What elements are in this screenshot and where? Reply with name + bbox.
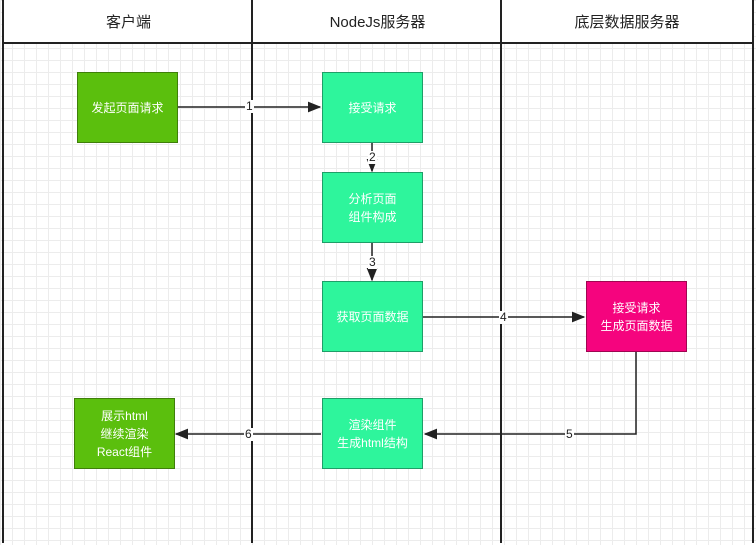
node-render-components: 渲染组件 生成html结构 <box>322 398 423 469</box>
node-display-html: 展示html 继续渲染 React组件 <box>74 398 175 469</box>
edge-label-6: 6 <box>244 427 253 441</box>
edge-label-2: 2 <box>368 150 377 164</box>
lane-client: 客户端 <box>2 0 253 543</box>
lane-data-server-header: 底层数据服务器 <box>502 0 752 44</box>
lane-data-server: 底层数据服务器 <box>500 0 754 543</box>
edge-5 <box>423 352 637 440</box>
lane-nodejs-header: NodeJs服务器 <box>253 0 502 44</box>
node-analyze-components: 分析页面 组件构成 <box>322 172 423 243</box>
lane-client-header: 客户端 <box>4 0 253 44</box>
node-accept-request: 接受请求 <box>322 72 423 143</box>
node-generate-data: 接受请求 生成页面数据 <box>586 281 687 352</box>
edge-label-1: 1 <box>245 99 254 113</box>
edge-label-3: 3 <box>368 255 377 269</box>
edge-label-4: 4 <box>499 310 508 324</box>
edge-label-5: 5 <box>565 427 574 441</box>
node-fetch-data: 获取页面数据 <box>322 281 423 352</box>
lane-nodejs: NodeJs服务器 <box>251 0 502 543</box>
node-request-page: 发起页面请求 <box>77 72 178 143</box>
